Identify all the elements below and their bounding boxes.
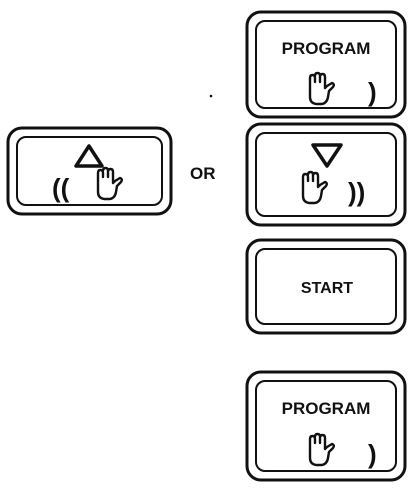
forward-down-key-inner-frame (255, 132, 397, 217)
start-key-label: START (301, 280, 353, 297)
forward-down-key[interactable]: )) (245, 122, 407, 227)
triangle-down-icon (311, 143, 343, 168)
start-key-outer-frame (245, 238, 407, 335)
program-key-bottom-label: PROGRAM (282, 399, 371, 418)
program-key-top-arrow: ) (368, 77, 377, 107)
program-key-top[interactable]: PROGRAM ) (245, 10, 407, 119)
hand-icon (308, 432, 335, 467)
hand-icon (308, 71, 335, 106)
back-up-key-outer-frame (6, 126, 173, 216)
scan-speck (209, 94, 213, 98)
back-up-key-inner-frame (16, 136, 163, 206)
hand-icon (96, 166, 124, 201)
forward-down-key-outer-frame (245, 122, 407, 227)
program-key-top-inner-frame (255, 20, 397, 109)
back-up-key[interactable]: (( (6, 126, 173, 216)
program-key-top-outer-frame (245, 10, 407, 119)
triangle-up-icon (74, 144, 104, 168)
or-label: OR (190, 164, 216, 183)
start-key[interactable]: START (245, 238, 407, 335)
program-key-bottom-outer-frame (245, 370, 407, 482)
forward-down-key-arrows: )) (348, 177, 365, 207)
back-up-key-arrows: (( (52, 173, 70, 203)
program-key-bottom-inner-frame (255, 380, 397, 472)
hand-icon (301, 170, 328, 205)
program-key-bottom-arrow: ) (368, 439, 377, 469)
program-key-top-label: PROGRAM (282, 39, 371, 58)
start-key-inner-frame (255, 248, 397, 325)
program-key-bottom[interactable]: PROGRAM ) (245, 370, 407, 482)
